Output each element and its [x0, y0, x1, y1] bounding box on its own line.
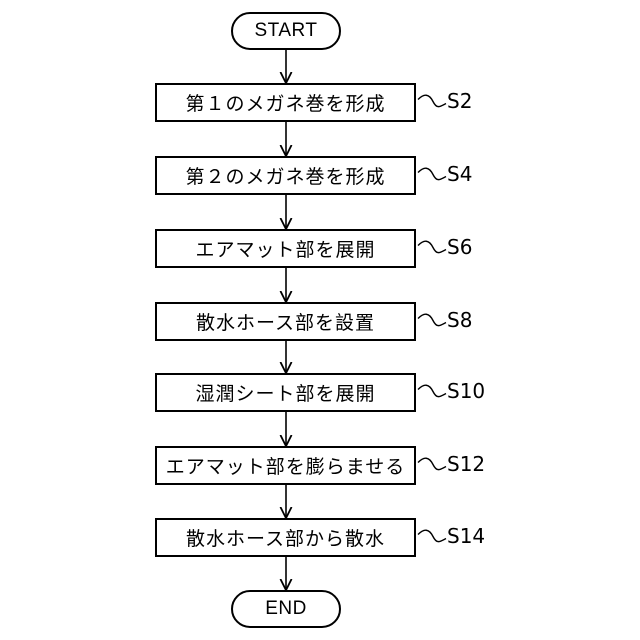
- leader-line: [418, 95, 446, 106]
- step-label-s2: S2: [447, 89, 472, 113]
- step-box-s4: 第２のメガネ巻を形成: [155, 156, 416, 195]
- step-label-s6: S6: [447, 235, 472, 259]
- step-label-s14: S14: [447, 524, 485, 548]
- leader-line: [418, 530, 446, 541]
- step-box-s6: エアマット部を展開: [155, 229, 416, 268]
- leader-line: [418, 458, 446, 469]
- leader-line: [418, 168, 446, 179]
- leader-line: [418, 385, 446, 396]
- start-terminal: START: [231, 12, 341, 50]
- step-label-s12: S12: [447, 452, 485, 476]
- step-box-s8: 散水ホース部を設置: [155, 302, 416, 341]
- step-box-s14: 散水ホース部から散水: [155, 518, 416, 557]
- leader-line: [418, 314, 446, 325]
- step-box-s2: 第１のメガネ巻を形成: [155, 83, 416, 122]
- leader-line: [418, 241, 446, 252]
- step-label-s4: S4: [447, 162, 472, 186]
- step-box-s12: エアマット部を膨らませる: [155, 446, 416, 485]
- step-label-s8: S8: [447, 308, 472, 332]
- step-box-s10: 湿潤シート部を展開: [155, 373, 416, 412]
- end-terminal: END: [231, 590, 341, 628]
- step-label-s10: S10: [447, 379, 485, 403]
